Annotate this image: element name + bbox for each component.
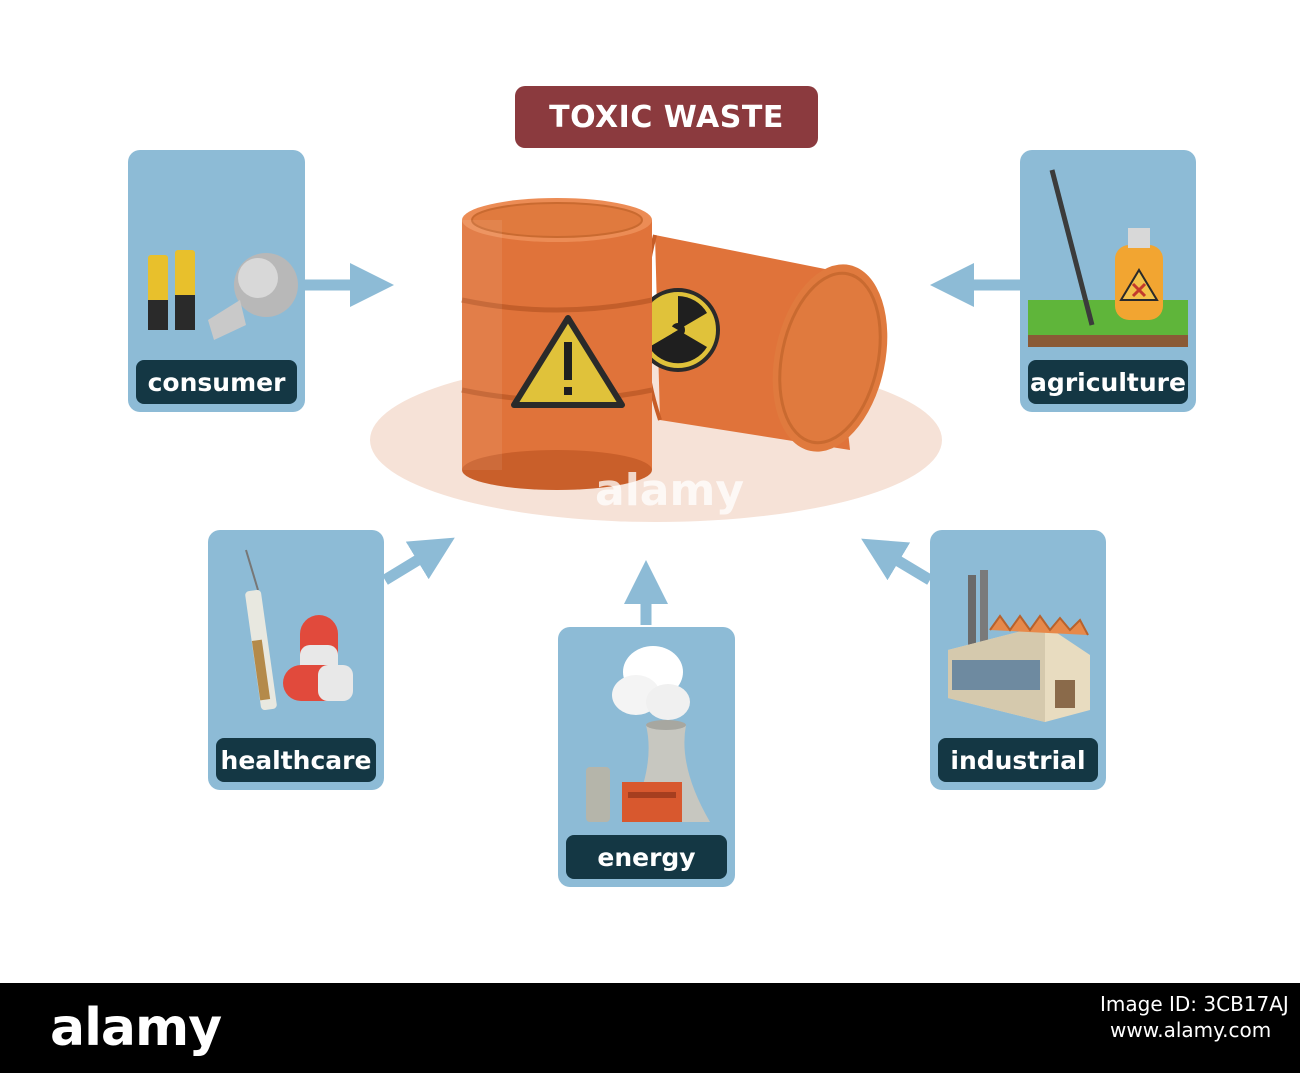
card-healthcare: healthcare [208, 530, 384, 790]
diagram-title: TOXIC WASTE [549, 99, 784, 135]
label-consumer-text: consumer [147, 367, 286, 397]
radiation-symbol [636, 288, 720, 372]
label-energy-text: energy [597, 842, 696, 872]
factory-icon [948, 570, 1090, 722]
watermark-center: alamy [595, 465, 744, 516]
footer-image-id: Image ID: 3CB17AJ [1100, 992, 1289, 1016]
label-agriculture: agriculture [1028, 360, 1188, 404]
standing-barrel [461, 198, 653, 490]
toxic-waste-barrels-icon [370, 198, 942, 522]
label-industrial-text: industrial [950, 745, 1086, 775]
arrow-healthcare [382, 537, 455, 585]
label-energy: energy [566, 835, 727, 879]
flow-arrows [305, 263, 1020, 625]
syringe-pills-icon [245, 549, 353, 711]
pesticide-sprayer-icon [1028, 169, 1188, 347]
label-consumer: consumer [136, 360, 297, 404]
card-consumer: consumer [128, 150, 305, 412]
card-industrial: industrial [930, 530, 1106, 790]
footer-bar [0, 983, 1300, 1073]
footer-url: www.alamy.com [1110, 1018, 1272, 1042]
power-plant-icon [586, 646, 710, 822]
label-healthcare-text: healthcare [220, 745, 372, 775]
exclamation-warning-sign [511, 315, 625, 408]
title-box: TOXIC WASTE [515, 86, 818, 148]
footer-logo: alamy [50, 998, 222, 1058]
label-industrial: industrial [938, 738, 1098, 782]
label-agriculture-text: agriculture [1030, 367, 1186, 397]
lying-barrel [636, 234, 888, 452]
battery-lightbulb-icon [148, 250, 298, 340]
label-healthcare: healthcare [216, 738, 376, 782]
card-energy: energy [558, 627, 735, 887]
card-agriculture: agriculture [1020, 150, 1196, 412]
arrow-industrial [861, 538, 933, 585]
